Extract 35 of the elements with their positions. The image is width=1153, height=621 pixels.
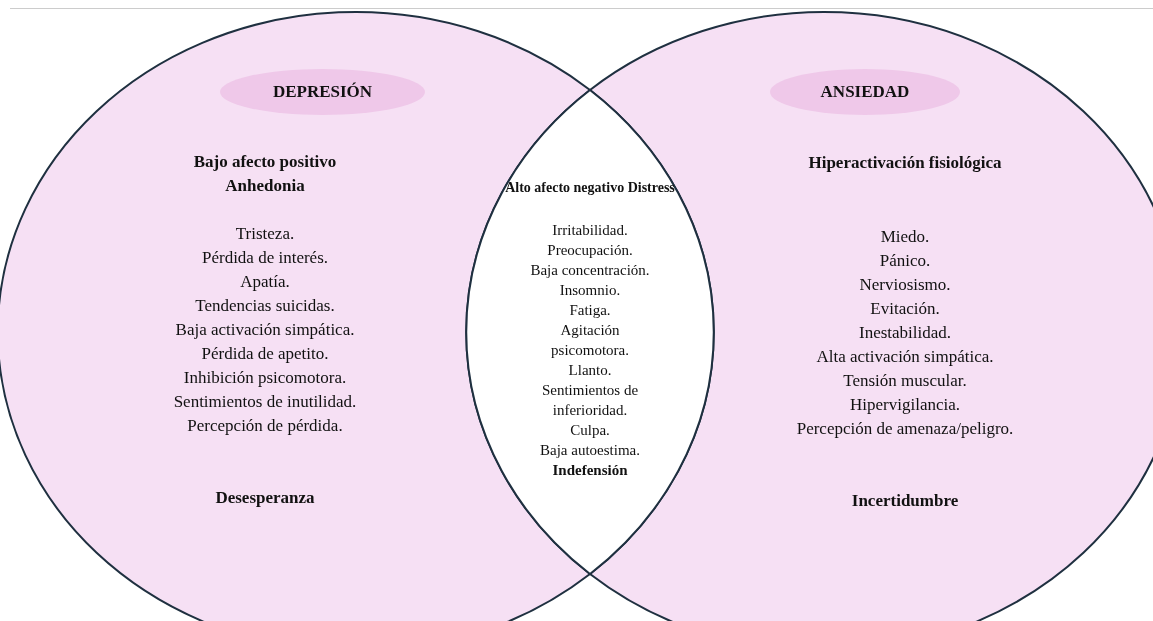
symptom-item: Irritabilidad. [552,221,628,240]
symptom-item: Nerviosismo. [859,274,951,296]
symptom-item: Evitación. [870,298,940,320]
symptom-item: Pérdida de apetito. [201,343,329,365]
symptom-item: Culpa. [570,421,610,440]
symptom-item: Preocupación. [547,241,633,260]
symptom-item: Agitación psicomotora. [550,321,630,360]
summary-term: Indefensión [552,461,628,480]
symptom-item: Percepción de pérdida. [187,415,343,437]
symptom-item: Apatía. [240,271,290,293]
symptom-item: Percepción de amenaza/peligro. [796,418,1014,440]
symptom-item: Pánico. [879,250,931,272]
symptom-item: Pérdida de interés. [201,247,328,269]
summary-term: Incertidumbre [851,490,959,512]
symptom-item: Tendencias suicidas. [195,295,335,317]
summary-term: Desesperanza [215,487,315,509]
symptom-item: Tensión muscular. [843,370,967,392]
symptom-item: Sentimientos de inferioridad. [540,381,640,420]
section-heading: Alto afecto negativo Distress [505,179,675,197]
symptom-item: Tristeza. [235,223,295,245]
symptom-item: Baja activación simpática. [175,319,355,341]
symptom-item: Miedo. [880,226,930,248]
section-heading: Bajo afecto positivo Anhedonia [192,151,338,197]
symptom-item: Llanto. [568,361,612,380]
symptom-item: Alta activación simpática. [816,346,994,368]
symptom-item: Hipervigilancia. [850,394,960,416]
symptom-item: Baja concentración. [530,261,650,280]
symptom-item: Inestabilidad. [858,322,952,344]
symptom-item: Insomnio. [559,281,621,300]
symptom-item: Inhibición psicomotora. [183,367,347,389]
symptom-item: Sentimientos de inutilidad. [173,391,357,413]
symptom-item: Fatiga. [569,301,611,320]
overlap-region [467,90,713,574]
symptom-item: Baja autoestima. [540,441,640,460]
section-heading: Hiperactivación fisiológica [808,152,1002,174]
